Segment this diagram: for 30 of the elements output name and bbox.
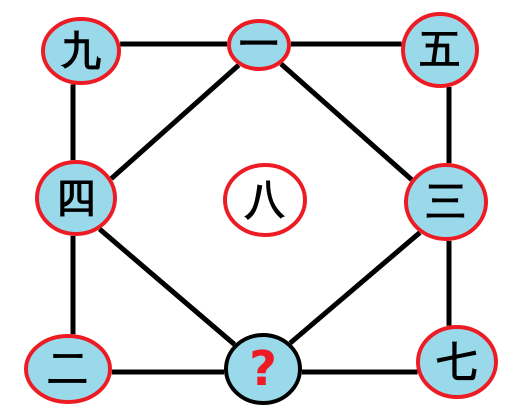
numeral-label: 九 (61, 31, 101, 71)
circle-node (35, 160, 117, 236)
numeral-label: ? (249, 345, 277, 393)
connector-line (70, 236, 76, 334)
circle-node (223, 163, 307, 237)
circle-node (24, 334, 112, 404)
connector-line (288, 230, 422, 346)
connector-line (120, 42, 228, 46)
connector-line (290, 42, 402, 46)
connector-line (110, 63, 240, 180)
connector-line (112, 370, 224, 374)
connector-line (70, 84, 76, 160)
numeral-label: 二 (48, 349, 88, 389)
connector-line (446, 240, 452, 326)
circle-node (224, 333, 302, 405)
connector-line (302, 370, 418, 374)
numeral-label: 一 (239, 25, 279, 65)
circle-node (227, 19, 291, 71)
connector-line (98, 227, 236, 346)
numeral-label: 八 (245, 180, 285, 220)
circle-node (404, 163, 488, 241)
numeral-label: 五 (420, 30, 460, 70)
numeral-label: 七 (437, 342, 477, 382)
circle-node (401, 12, 479, 88)
connector-line (446, 86, 452, 164)
connector-line (279, 62, 414, 182)
circle-node (41, 17, 121, 85)
numeral-label: 四 (56, 178, 96, 218)
numeral-label: 三 (426, 182, 466, 222)
circle-node (416, 325, 498, 399)
